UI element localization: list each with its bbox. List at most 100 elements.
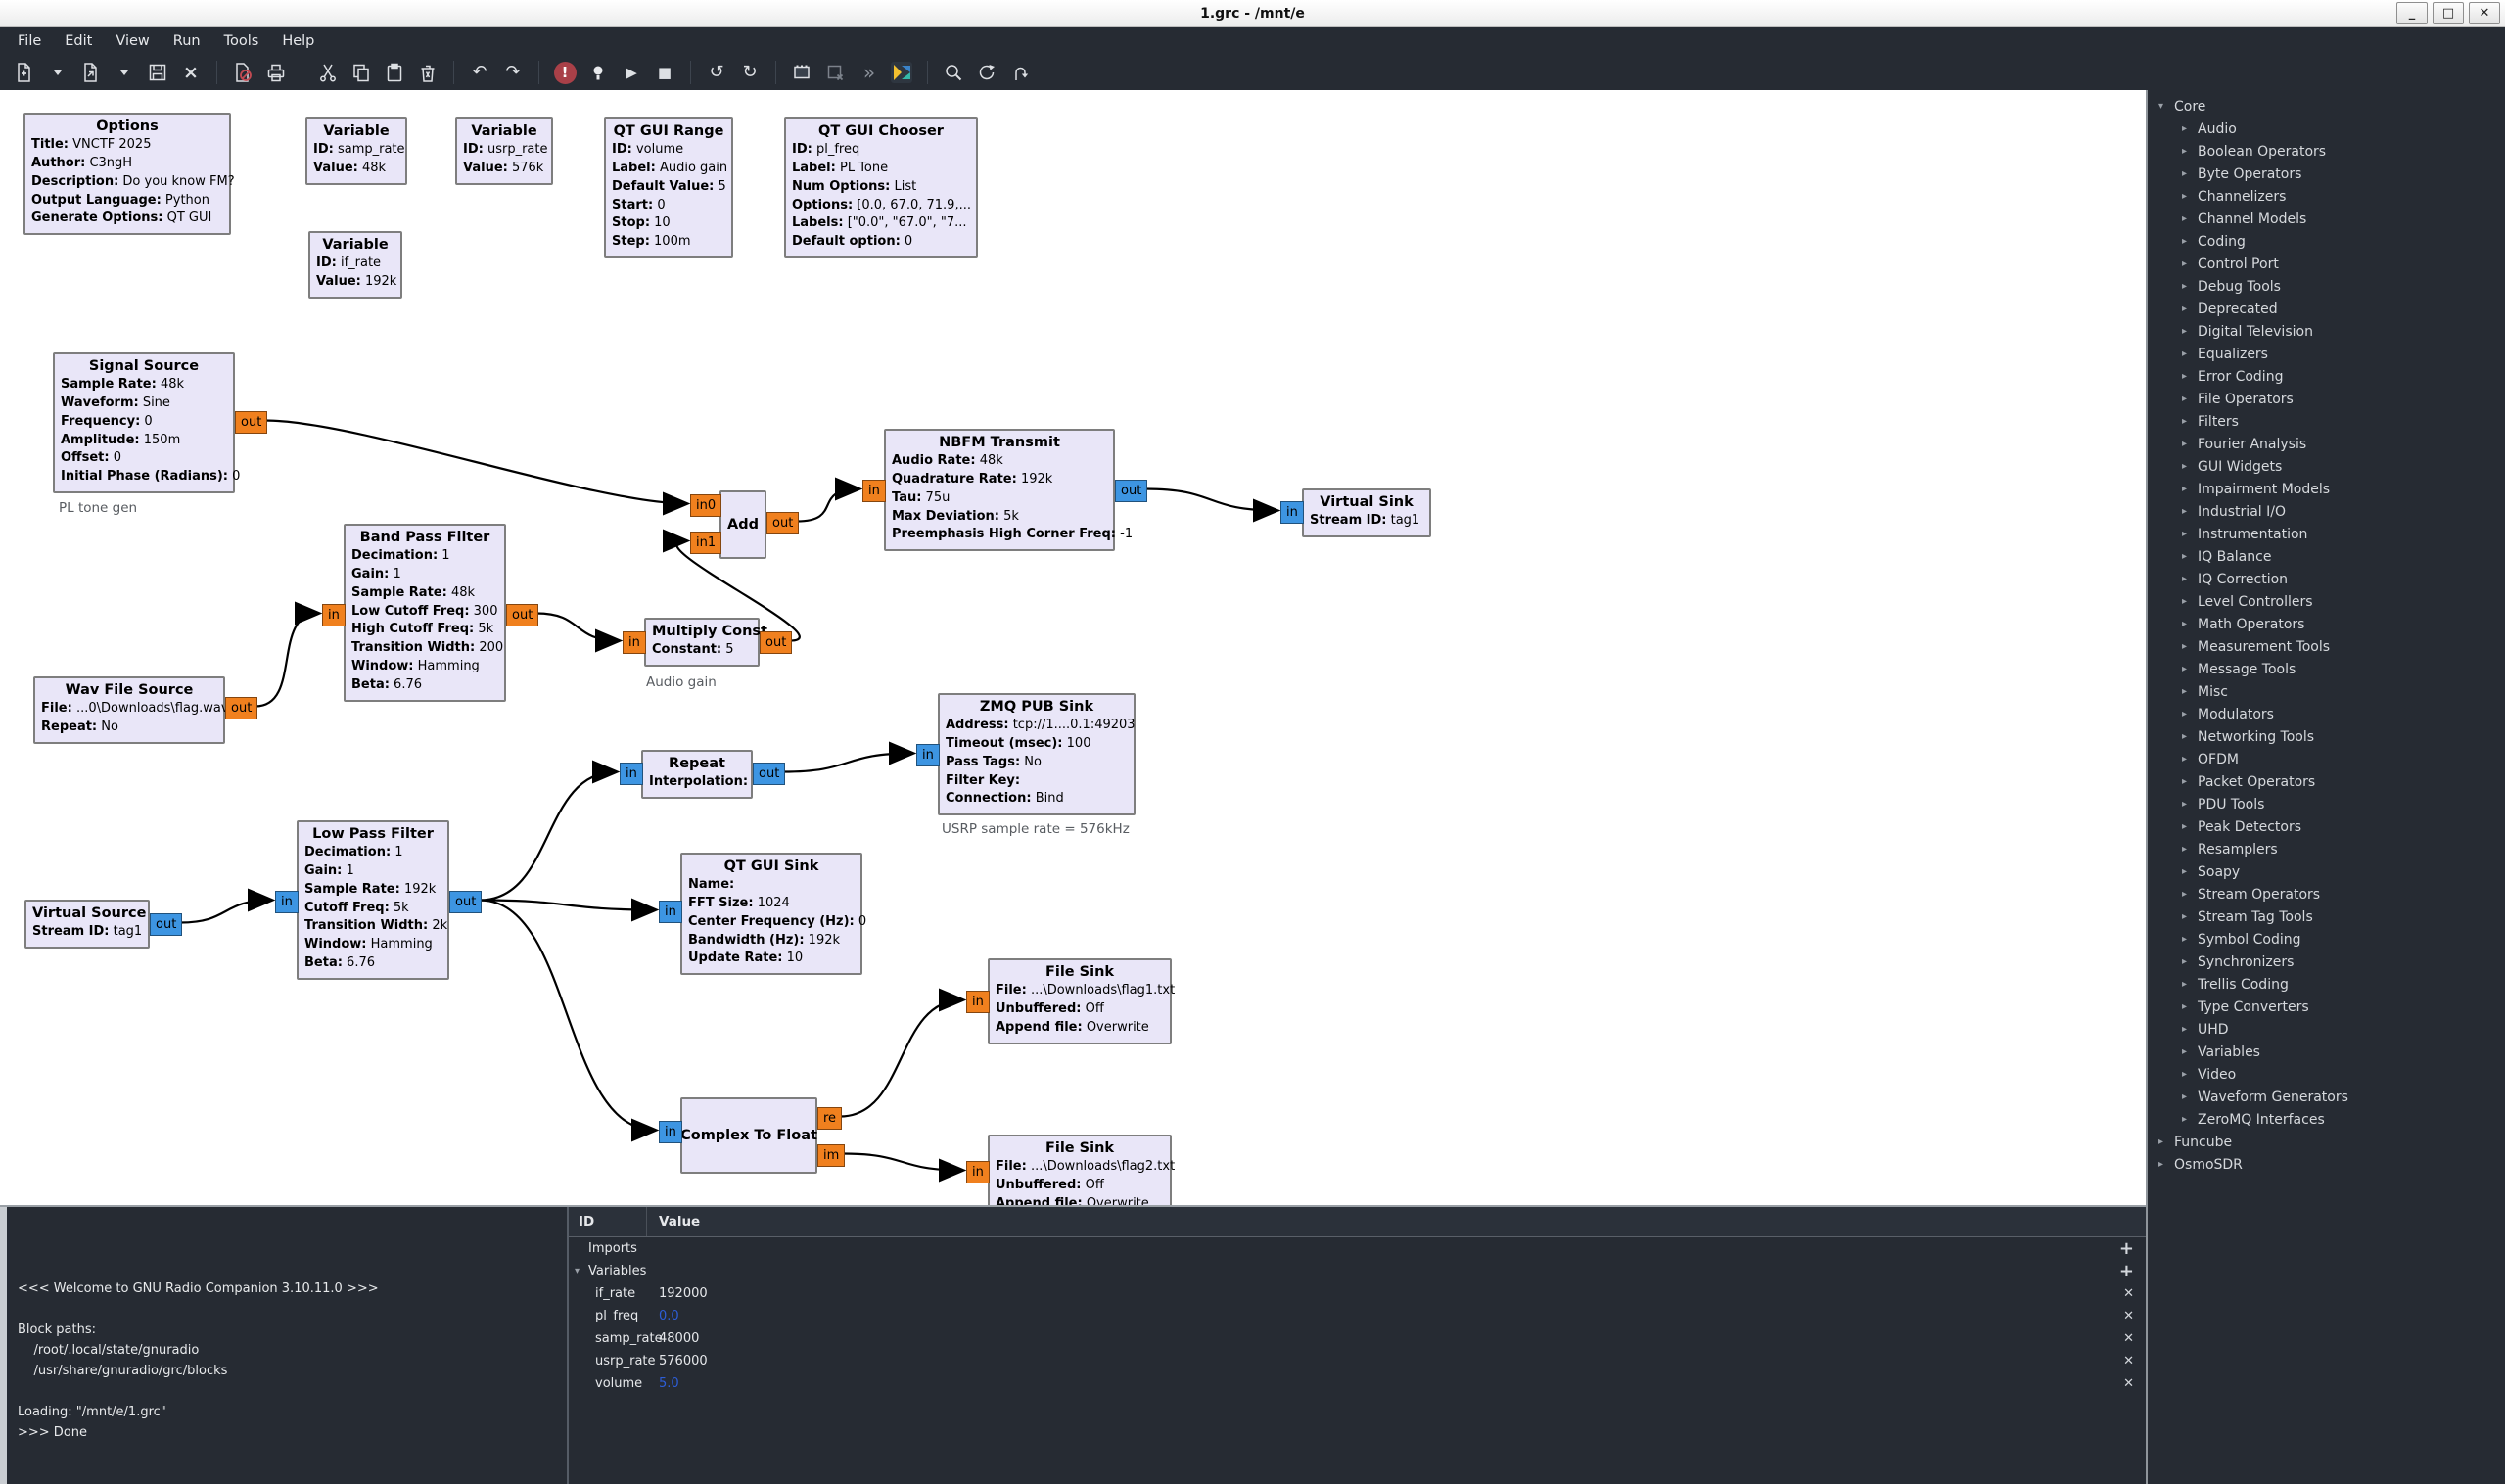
library-category-coding[interactable]: ▸Coding xyxy=(2148,230,2503,253)
connection-wire[interactable] xyxy=(662,529,801,642)
library-category-zeromq-interfaces[interactable]: ▸ZeroMQ Interfaces xyxy=(2148,1108,2503,1131)
toolbar-delete-button[interactable] xyxy=(411,58,444,87)
chevron-right-icon[interactable]: ▸ xyxy=(2181,731,2188,742)
chevron-right-icon[interactable]: ▸ xyxy=(2181,371,2188,382)
chevron-right-icon[interactable]: ▸ xyxy=(2181,934,2188,945)
chevron-right-icon[interactable]: ▸ xyxy=(2181,123,2188,134)
library-category-funcube[interactable]: ▸Funcube xyxy=(2148,1131,2503,1153)
chevron-right-icon[interactable]: ▸ xyxy=(2181,664,2188,674)
chevron-right-icon[interactable]: ▸ xyxy=(2181,551,2188,562)
chevron-right-icon[interactable]: ▸ xyxy=(2181,1069,2188,1080)
menu-edit[interactable]: Edit xyxy=(65,33,93,49)
library-category-error-coding[interactable]: ▸Error Coding xyxy=(2148,365,2503,388)
horizontal-splitter[interactable] xyxy=(0,1205,2146,1207)
variable-value[interactable]: 48000 xyxy=(659,1331,700,1346)
library-category-core[interactable]: ▾Core xyxy=(2148,95,2503,117)
toolbar-caret-down-button[interactable] xyxy=(108,58,141,87)
library-category-equalizers[interactable]: ▸Equalizers xyxy=(2148,343,2503,365)
chevron-down-icon[interactable]: ▾ xyxy=(2157,101,2164,112)
library-category-math-operators[interactable]: ▸Math Operators xyxy=(2148,613,2503,635)
library-category-misc[interactable]: ▸Misc xyxy=(2148,680,2503,703)
port-out-output[interactable]: out xyxy=(1115,480,1148,502)
connection-wire[interactable] xyxy=(255,601,323,708)
chevron-right-icon[interactable]: ▸ xyxy=(2181,191,2188,202)
library-category-boolean-operators[interactable]: ▸Boolean Operators xyxy=(2148,140,2503,162)
chevron-right-icon[interactable]: ▸ xyxy=(2181,146,2188,157)
port-out-output[interactable]: out xyxy=(506,604,539,626)
connection-wire[interactable] xyxy=(842,1152,967,1183)
library-category-fourier-analysis[interactable]: ▸Fourier Analysis xyxy=(2148,433,2503,455)
menu-run[interactable]: Run xyxy=(172,33,201,49)
toolbar-generate-button[interactable] xyxy=(226,58,259,87)
port-in-input[interactable]: in xyxy=(659,901,682,923)
chevron-right-icon[interactable]: ▸ xyxy=(2181,258,2188,269)
port-in-input[interactable]: in xyxy=(1280,501,1304,524)
library-category-digital-television[interactable]: ▸Digital Television xyxy=(2148,320,2503,343)
remove-variable-button[interactable]: ✕ xyxy=(2123,1354,2134,1368)
port-in-input[interactable]: in xyxy=(862,480,886,502)
library-category-synchronizers[interactable]: ▸Synchronizers xyxy=(2148,951,2503,973)
remove-variable-button[interactable]: ✕ xyxy=(2123,1286,2134,1301)
chevron-right-icon[interactable]: ▸ xyxy=(2181,1024,2188,1035)
toolbar-reload-blocks-button[interactable] xyxy=(970,58,1003,87)
library-category-waveform-generators[interactable]: ▸Waveform Generators xyxy=(2148,1086,2503,1108)
block-library-sidebar[interactable]: ▾Core▸Audio▸Boolean Operators▸Byte Opera… xyxy=(2146,90,2503,1484)
connection-wire[interactable] xyxy=(479,898,660,922)
library-category-filters[interactable]: ▸Filters xyxy=(2148,410,2503,433)
chevron-right-icon[interactable]: ▸ xyxy=(2181,348,2188,359)
port-out-output[interactable]: out xyxy=(760,631,793,654)
port-in-input[interactable]: in xyxy=(916,744,940,766)
toolbar-grc-logo-button[interactable] xyxy=(885,58,918,87)
chevron-right-icon[interactable]: ▸ xyxy=(2157,1159,2164,1170)
library-category-debug-tools[interactable]: ▸Debug Tools xyxy=(2148,275,2503,298)
toolbar-snap-to-grid-button[interactable] xyxy=(1003,58,1037,87)
port-in-input[interactable]: in xyxy=(966,991,990,1013)
library-category-soapy[interactable]: ▸Soapy xyxy=(2148,860,2503,883)
port-in-input[interactable]: in xyxy=(322,604,346,626)
toolbar-caret-down-button[interactable] xyxy=(41,58,74,87)
port-in-input[interactable]: in xyxy=(659,1121,682,1143)
chevron-right-icon[interactable]: ▸ xyxy=(2181,574,2188,584)
library-category-channelizers[interactable]: ▸Channelizers xyxy=(2148,185,2503,208)
chevron-right-icon[interactable]: ▸ xyxy=(2181,956,2188,967)
library-category-pdu-tools[interactable]: ▸PDU Tools xyxy=(2148,793,2503,815)
menu-file[interactable]: File xyxy=(18,33,42,49)
connection-wire[interactable] xyxy=(179,888,276,924)
console-scrollbar[interactable] xyxy=(0,1207,7,1484)
chevron-down-icon[interactable]: ▾ xyxy=(575,1266,580,1276)
chevron-right-icon[interactable]: ▸ xyxy=(2181,1046,2188,1057)
title-bar[interactable]: 1.grc - /mnt/e _□✕ xyxy=(0,0,2505,27)
chevron-right-icon[interactable]: ▸ xyxy=(2181,799,2188,810)
port-in-input[interactable]: in xyxy=(623,631,646,654)
chevron-right-icon[interactable]: ▸ xyxy=(2181,866,2188,877)
port-in-input[interactable]: in xyxy=(275,891,299,913)
chevron-right-icon[interactable]: ▸ xyxy=(2181,844,2188,855)
toolbar-open-file-button[interactable] xyxy=(74,58,108,87)
port-in1-input[interactable]: in1 xyxy=(690,532,722,554)
connection-wire[interactable] xyxy=(796,477,863,523)
chevron-right-icon[interactable]: ▸ xyxy=(2181,821,2188,832)
chevron-right-icon[interactable]: ▸ xyxy=(2181,439,2188,449)
toolbar-toggle-ports-button[interactable] xyxy=(785,58,818,87)
port-im-output[interactable]: im xyxy=(817,1144,846,1167)
toolbar-copy-button[interactable] xyxy=(345,58,378,87)
port-out-output[interactable]: out xyxy=(766,512,800,534)
toolbar-rotate-cw-button[interactable]: ↻ xyxy=(733,58,766,87)
remove-variable-button[interactable]: ✕ xyxy=(2123,1376,2134,1391)
add-imports-button[interactable]: + xyxy=(2118,1238,2134,1259)
chevron-right-icon[interactable]: ▸ xyxy=(2181,281,2188,292)
toolbar-close-button[interactable]: × xyxy=(174,58,208,87)
library-category-measurement-tools[interactable]: ▸Measurement Tools xyxy=(2148,635,2503,658)
chevron-right-icon[interactable]: ▸ xyxy=(2181,619,2188,629)
library-category-networking-tools[interactable]: ▸Networking Tools xyxy=(2148,725,2503,748)
